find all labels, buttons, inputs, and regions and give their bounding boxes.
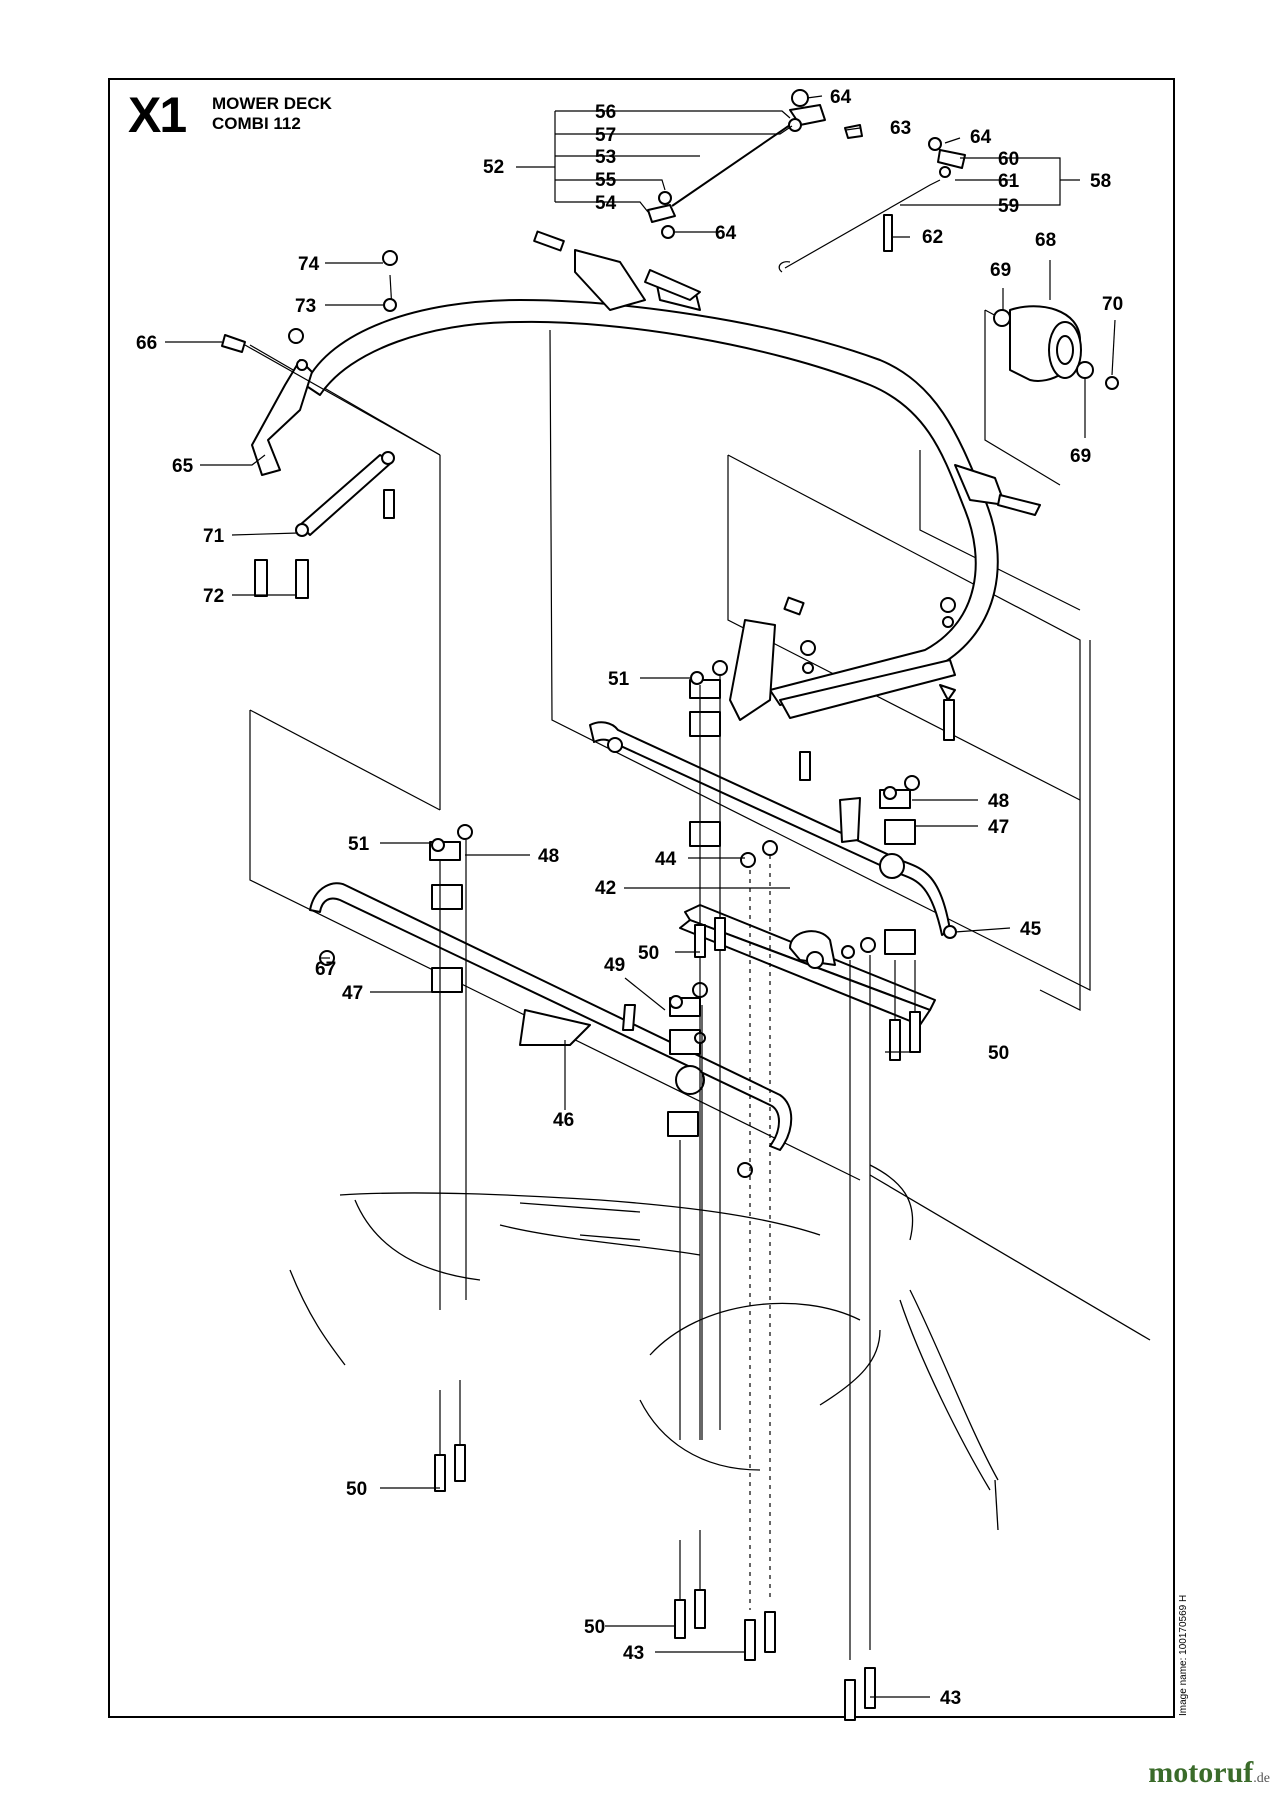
- label-51: 51: [348, 834, 370, 855]
- label-45: 45: [1020, 919, 1042, 940]
- title-line-1: MOWER DECK: [212, 94, 332, 113]
- label-55: 55: [595, 170, 617, 191]
- label-67: 67: [315, 959, 336, 980]
- label-50: 50: [988, 1043, 1009, 1064]
- label-71: 71: [203, 526, 225, 547]
- label-42: 42: [595, 878, 616, 899]
- label-43: 43: [623, 1643, 644, 1664]
- section-id: X1: [128, 87, 187, 143]
- label-61: 61: [998, 171, 1020, 192]
- upper-hardware: [221, 230, 1041, 781]
- label-49: 49: [604, 955, 625, 976]
- adjustment-rods: [647, 89, 966, 273]
- label-50: 50: [346, 1479, 367, 1500]
- label-52: 52: [483, 157, 504, 178]
- label-51: 51: [608, 669, 630, 690]
- label-56: 56: [595, 102, 616, 123]
- mower-deck-outline: [289, 1164, 1151, 1531]
- label-59: 59: [998, 196, 1019, 217]
- label-48: 48: [538, 846, 559, 867]
- label-57: 57: [595, 125, 616, 146]
- assembly-guide-lines: [249, 309, 1091, 1181]
- leader-lines: [165, 95, 1116, 1698]
- label-43: 43: [940, 1688, 961, 1709]
- label-65: 65: [172, 456, 194, 477]
- rear-axle: [589, 721, 957, 939]
- label-74: 74: [298, 254, 320, 275]
- image-name-note: Image name: 100170569 H: [1178, 1594, 1189, 1716]
- front-axle: [309, 882, 793, 1178]
- label-66: 66: [136, 333, 157, 354]
- label-47: 47: [342, 983, 363, 1004]
- watermark-tld: .de: [1253, 1771, 1270, 1786]
- label-69: 69: [990, 260, 1011, 281]
- label-68: 68: [1035, 230, 1056, 251]
- label-64: 64: [715, 223, 737, 244]
- label-46: 46: [553, 1110, 574, 1131]
- label-54: 54: [595, 193, 617, 214]
- watermark-name: motoruf: [1148, 1756, 1254, 1789]
- label-73: 73: [295, 296, 316, 317]
- label-63: 63: [890, 118, 911, 139]
- label-70: 70: [1102, 294, 1123, 315]
- label-50: 50: [584, 1617, 605, 1638]
- label-60: 60: [998, 149, 1019, 170]
- watermark-logo: motoruf.de: [1148, 1756, 1270, 1790]
- label-50: 50: [638, 943, 659, 964]
- diagram-frame: [108, 78, 1175, 1718]
- label-62: 62: [922, 227, 943, 248]
- label-72: 72: [203, 586, 224, 607]
- clamp-blocks: [429, 660, 920, 1137]
- label-48: 48: [988, 791, 1009, 812]
- label-64: 64: [970, 127, 992, 148]
- part-labels: 64 56 57 63 64 53 52 60 55 61 58 54 59 6…: [136, 87, 1123, 1709]
- label-58: 58: [1090, 171, 1111, 192]
- label-69: 69: [1070, 446, 1091, 467]
- bolts: [254, 559, 921, 1721]
- diagram-title: MOWER DECK COMBI 112: [212, 94, 332, 134]
- label-44: 44: [655, 849, 677, 870]
- label-53: 53: [595, 147, 616, 168]
- title-line-2: COMBI 112: [212, 114, 301, 133]
- label-64: 64: [830, 87, 852, 108]
- label-47: 47: [988, 817, 1009, 838]
- center-beam: [679, 904, 936, 1026]
- roller-assembly: [993, 305, 1119, 390]
